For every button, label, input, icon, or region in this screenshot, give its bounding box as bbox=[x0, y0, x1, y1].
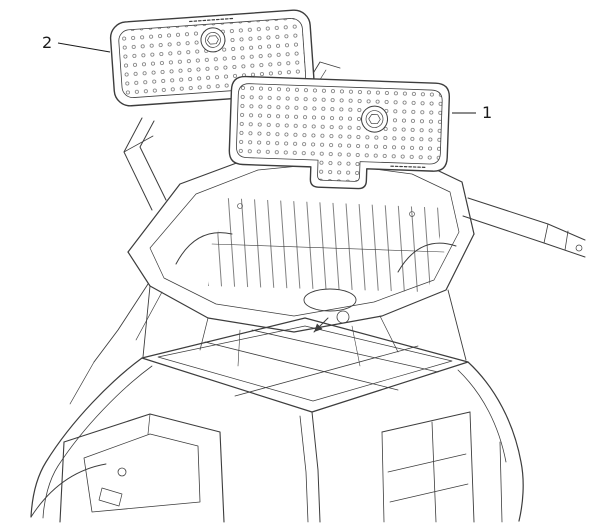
center-rear-member bbox=[299, 411, 321, 523]
left-corner-bracket bbox=[123, 117, 167, 211]
mat-emblem-icon bbox=[200, 27, 226, 53]
mat-emblem-icon bbox=[361, 105, 389, 133]
vehicle-body-wireframe bbox=[30, 61, 586, 523]
floor-mat-1 bbox=[228, 75, 451, 190]
right-pillar-rail bbox=[457, 361, 524, 522]
cargo-floor-pan bbox=[127, 149, 475, 333]
mat-brand-embossing bbox=[189, 17, 235, 23]
bolt-icon bbox=[409, 211, 415, 217]
direction-arrow-icon bbox=[313, 317, 329, 333]
front-door-structure bbox=[30, 413, 225, 523]
right-side-rail bbox=[462, 197, 586, 258]
rear-quarter-panels bbox=[381, 411, 503, 523]
spare-wheel-well bbox=[303, 288, 357, 312]
cab-roof-frame bbox=[141, 285, 469, 413]
callout-2[interactable]: 2 bbox=[42, 33, 111, 53]
mat-brand-embossing bbox=[390, 165, 428, 169]
floor-rib-texture bbox=[208, 198, 446, 292]
leader-line-2 bbox=[57, 42, 111, 53]
callout-1[interactable]: 1 bbox=[452, 103, 492, 122]
callout-label-2[interactable]: 2 bbox=[42, 33, 52, 52]
left-pillar-rail bbox=[30, 283, 163, 519]
bolt-icon bbox=[237, 203, 243, 209]
callout-label-1[interactable]: 1 bbox=[482, 103, 492, 122]
